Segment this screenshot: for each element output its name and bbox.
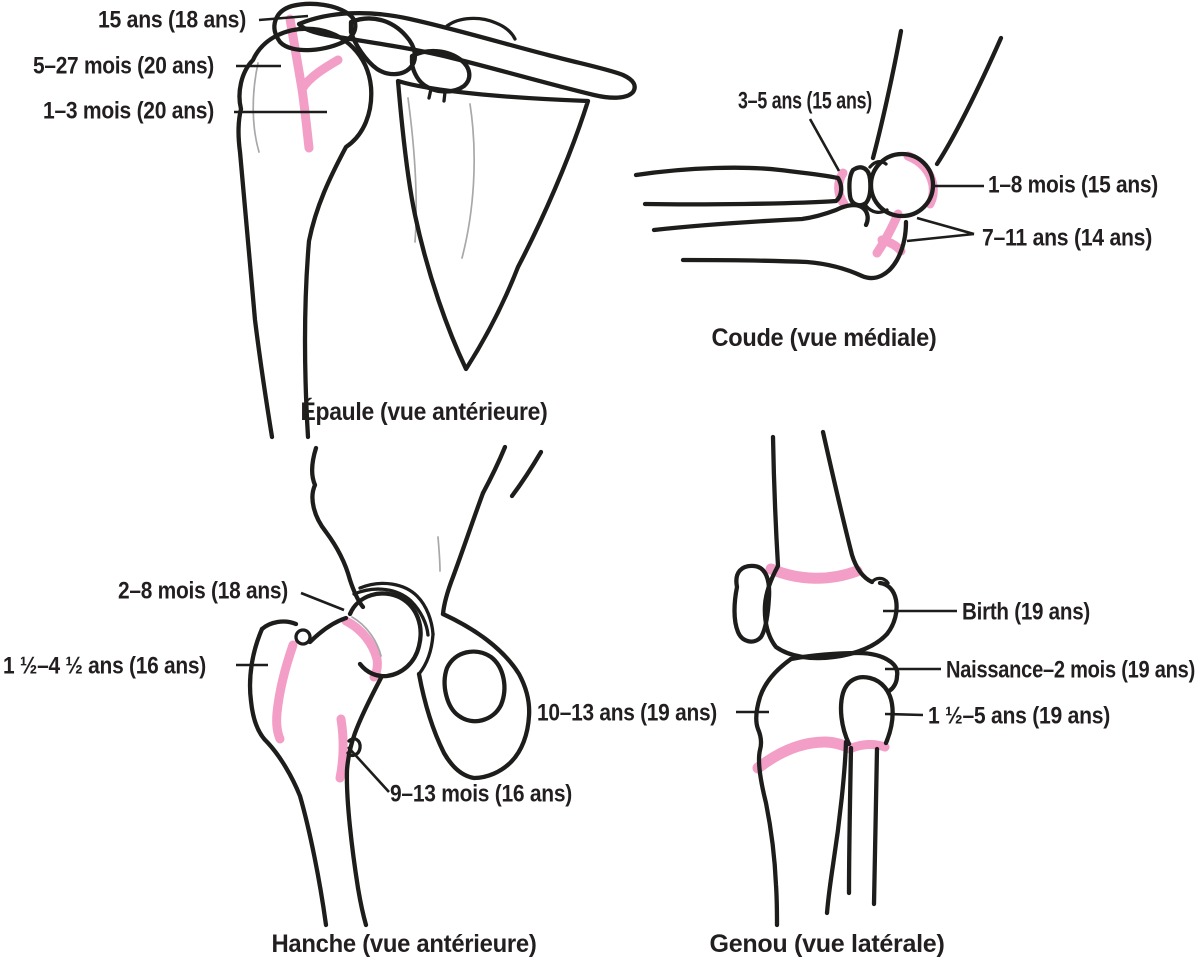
shoulder-physis-stem bbox=[297, 84, 314, 153]
ischium-outline bbox=[416, 611, 532, 781]
ulna-upper-outline bbox=[651, 202, 870, 233]
humerus-shaft-left bbox=[870, 28, 904, 161]
femoral-head-outline bbox=[347, 591, 423, 679]
knee-panel: Birth (19 ans) Naissance–2 mois (19 ans)… bbox=[537, 429, 1195, 958]
iliac-crest-line-2 bbox=[509, 449, 544, 499]
humerus-shaft-right bbox=[934, 35, 1004, 167]
shoulder-annotation-3: 1–3 mois (20 ans) bbox=[43, 98, 214, 125]
joint-tick-2 bbox=[442, 90, 447, 103]
elbow-physis-radial bbox=[834, 168, 849, 209]
leader-line bbox=[300, 591, 345, 612]
tibia-anterior-outline bbox=[754, 656, 794, 928]
hip-caption: Hanche (vue antérieure) bbox=[272, 930, 537, 958]
shoulder-physis-upper-branch bbox=[285, 14, 307, 94]
clavicle-outline bbox=[296, 10, 637, 100]
femoral-head-edge-line bbox=[351, 616, 382, 657]
hip-annotation-2: 1 ½–4 ½ ans (16 ans) bbox=[3, 653, 206, 680]
humerus-interior-line bbox=[252, 62, 260, 153]
knee-annotation-1: Birth (19 ans) bbox=[962, 599, 1090, 626]
leader-line bbox=[916, 216, 975, 236]
acetabulum-rim-1 bbox=[352, 587, 430, 637]
leader-line bbox=[347, 746, 390, 793]
knee-physis-proximal-tibia bbox=[752, 736, 856, 774]
knee-annotation-3: 1 ½–5 ans (19 ans) bbox=[928, 703, 1110, 730]
femur-left-condyle-outline bbox=[762, 434, 899, 661]
hip-physis-greater-trochanter bbox=[272, 640, 298, 744]
knee-caption: Genou (vue latérale) bbox=[710, 930, 945, 958]
radius-outline bbox=[633, 165, 844, 207]
iliac-crest-line-1 bbox=[480, 444, 508, 496]
humerus-outline bbox=[236, 26, 374, 440]
hip-panel: 2–8 mois (18 ans) 1 ½–4 ½ ans (16 ans) 9… bbox=[3, 444, 572, 958]
capitellum-outline bbox=[868, 151, 936, 219]
knee-physis-proximal-fibula bbox=[847, 740, 890, 753]
lesser-trochanter-bump bbox=[346, 737, 362, 758]
joint-tick-1 bbox=[427, 87, 433, 100]
obturator-foramen-outline bbox=[442, 649, 507, 724]
elbow-physis-olecranon-spur bbox=[877, 235, 906, 256]
patella-outline bbox=[732, 563, 772, 644]
epicondyle-outline bbox=[847, 165, 873, 208]
trochlea-notch-upper bbox=[868, 159, 888, 169]
acromion-outline bbox=[272, 1, 358, 53]
shoulder-annotation-1: 15 ans (18 ans) bbox=[98, 7, 246, 34]
fibula-left-outline bbox=[846, 745, 854, 896]
ilium-interior-line bbox=[437, 536, 441, 572]
fibula-right-outline bbox=[871, 746, 880, 907]
leader-line bbox=[258, 14, 309, 22]
shoulder-physis-right-branch bbox=[297, 55, 343, 94]
knee-physis-distal-femur bbox=[765, 563, 863, 584]
trochanter-notch bbox=[294, 628, 312, 646]
ulna-lower-outline bbox=[680, 219, 909, 281]
greater-trochanter-top bbox=[259, 619, 299, 632]
tibia-plateau-outline bbox=[788, 650, 900, 694]
scapula-outline bbox=[395, 78, 591, 372]
hip-physis-femoral-head bbox=[341, 616, 382, 682]
fibula-head-outline bbox=[838, 675, 895, 747]
scapula-interior-line bbox=[461, 103, 475, 259]
elbow-annotation-3: 7–11 ans (14 ans) bbox=[982, 225, 1152, 252]
clavicle-tubercle-line bbox=[445, 16, 517, 41]
femur-right-outline bbox=[820, 429, 875, 585]
shoulder-panel: 15 ans (18 ans) 5–27 mois (20 ans) 1–3 m… bbox=[33, 1, 637, 440]
hip-physis-lesser-trochanter bbox=[335, 714, 348, 783]
leader-line bbox=[884, 712, 924, 717]
knee-annotation-4: 10–13 ans (19 ans) bbox=[537, 700, 717, 727]
coracoid-base-outline bbox=[409, 48, 472, 94]
leader-line bbox=[808, 118, 841, 172]
hip-annotation-1: 2–8 mois (18 ans) bbox=[118, 578, 288, 605]
elbow-panel: 3–5 ans (15 ans) 1–8 mois (15 ans) 7–11 … bbox=[633, 28, 1158, 352]
ilium-right-outline bbox=[440, 490, 486, 617]
acetabulum-rim-3 bbox=[417, 632, 435, 676]
elbow-annotation-2: 1–8 mois (15 ans) bbox=[988, 172, 1158, 199]
knee-annotation-2: Naissance–2 mois (19 ans) bbox=[946, 657, 1195, 684]
femur-medial-outline bbox=[344, 673, 385, 928]
shoulder-annotation-2: 5–27 mois (20 ans) bbox=[33, 53, 214, 80]
femur-lateral-outline bbox=[247, 626, 329, 928]
elbow-annotation-1: 3–5 ans (15 ans) bbox=[738, 88, 872, 115]
hip-annotation-3: 9–13 mois (16 ans) bbox=[390, 781, 572, 808]
ilium-left-outline bbox=[309, 445, 366, 610]
coracoid-outline bbox=[348, 16, 418, 77]
acetabulum-rim-2 bbox=[358, 581, 435, 636]
shoulder-caption: Épaule (vue antérieure) bbox=[301, 397, 548, 426]
tibia-posterior-outline bbox=[824, 739, 849, 916]
leader-line bbox=[906, 232, 975, 243]
condyle-top-bump bbox=[870, 576, 890, 585]
elbow-caption: Coude (vue médiale) bbox=[712, 324, 937, 352]
femoral-neck-top bbox=[307, 615, 349, 645]
